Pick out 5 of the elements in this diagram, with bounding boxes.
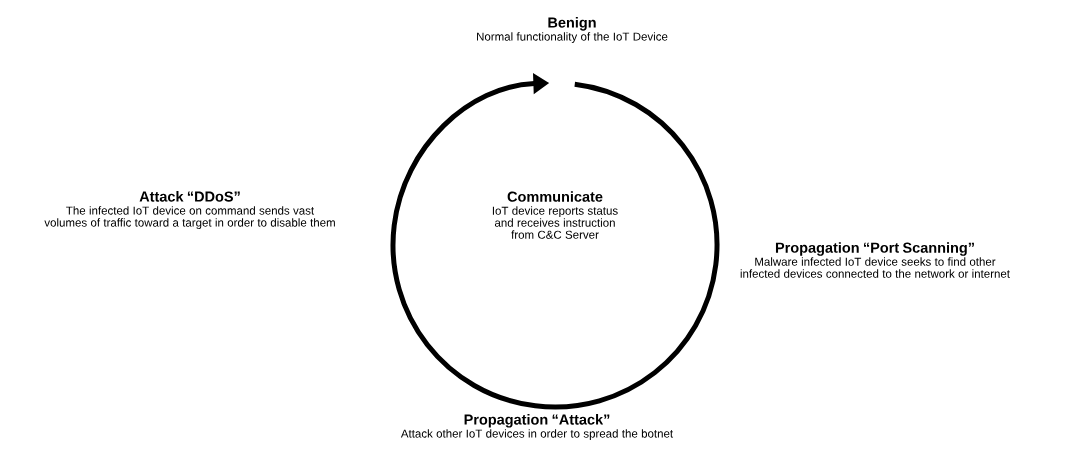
stage-text: Propagation “Attack” Attack other IoT devices in order to spread the botnet xyxy=(400,414,673,440)
stage-text: Propagation “Port Scanning” Malware infected IoT device seeks to find other infected devices connected to the network or internet xyxy=(740,242,1010,278)
stage-text: Attack “DDoS” The infected IoT device on command sends vast volumes of traffic toward a target in order to disable them xyxy=(44,191,335,229)
stage-text: Communicate IoT device reports status and receives instruction from C&C Server xyxy=(492,191,618,239)
stage-text: Benign Normal functionality of the IoT Device xyxy=(477,17,668,43)
